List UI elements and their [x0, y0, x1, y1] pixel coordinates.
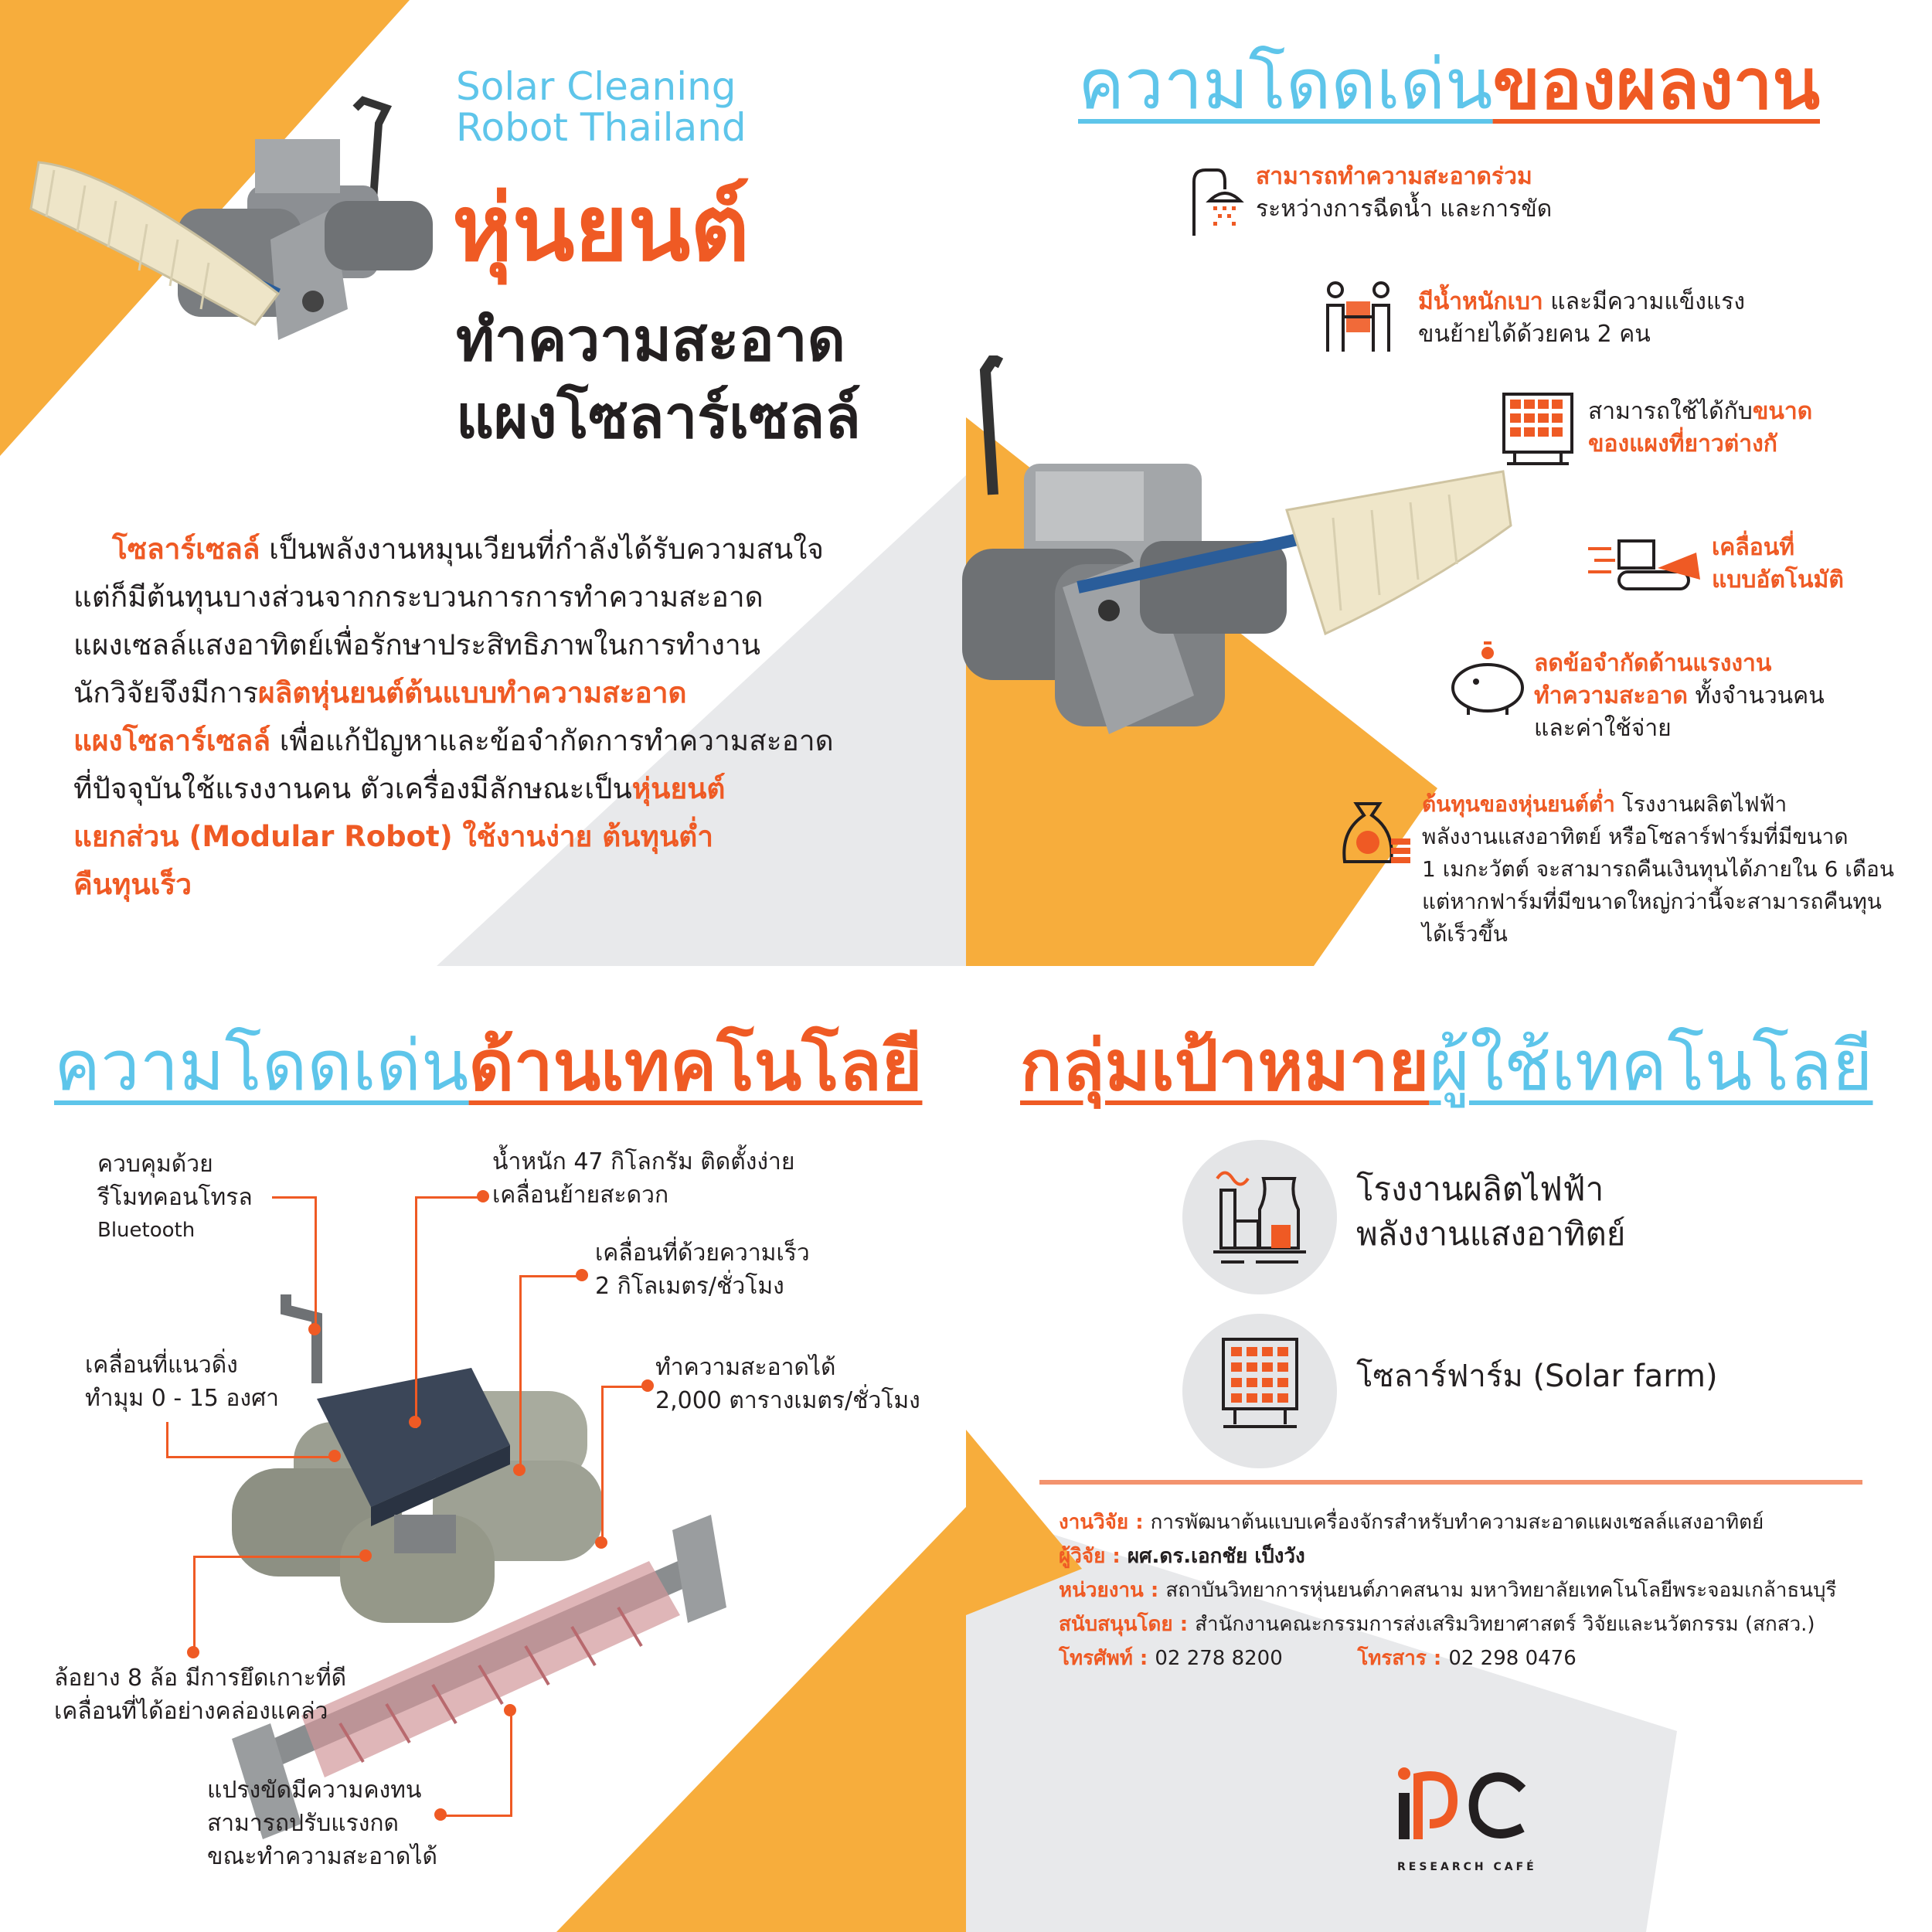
credits-divider — [1039, 1480, 1862, 1485]
people-carry-icon — [1326, 281, 1390, 352]
shower-icon — [1192, 168, 1244, 236]
leader-line — [415, 1196, 488, 1199]
robot-photo-top — [29, 96, 433, 340]
leader-line — [166, 1422, 168, 1457]
solar-farm-icon — [1222, 1338, 1298, 1428]
callout-tilt: เคลื่อนที่แนวดิ่ง ทำมุม 0 - 15 องศา — [85, 1352, 279, 1412]
credit-researcher: ผู้วิจัย : ผศ.ดร.เอกชัย เป็งวัง — [1059, 1545, 1305, 1568]
english-title-line2: Robot Thailand — [456, 105, 747, 150]
power-plant-icon — [1213, 1171, 1306, 1264]
callout-wheels: ล้อยาง 8 ล้อ มีการยึดเกาะที่ดี เคลื่อนที… — [54, 1665, 347, 1725]
result-item-5: ลดข้อจำกัดด้านแรงงาน ทำความสะอาด ทั้งจำน… — [1534, 650, 1825, 742]
credit-research: งานวิจัย : การพัฒนาต้นแบบเครื่องจักรสำหร… — [1059, 1511, 1764, 1534]
callout-dot — [513, 1464, 526, 1476]
intro-line: ที่ปัจจุบันใช้แรงงานคน ตัวเครื่องมีลักษณ… — [73, 772, 726, 805]
results-title: ความโดดเด่นของผลงาน — [1078, 44, 1820, 125]
callout-dot — [409, 1416, 421, 1428]
callout-dot — [477, 1190, 489, 1202]
leader-line — [601, 1386, 648, 1388]
leader-line — [601, 1386, 604, 1540]
leader-line — [519, 1275, 581, 1277]
intro-line: คืนทุนเร็ว — [73, 868, 192, 901]
result-item-4: เคลื่อนที่ แบบอัตโนมัติ — [1712, 534, 1844, 594]
piggy-bank-icon — [1451, 641, 1524, 715]
leader-line — [315, 1196, 317, 1328]
callout-remote: ควบคุมด้วย รีโมทคอนโทรล Bluetooth — [97, 1151, 253, 1242]
solar-panel-icon — [1502, 393, 1573, 465]
credit-contact: โทรศัพท์ : 02 278 8200 โทรสาร : 02 298 0… — [1059, 1647, 1577, 1670]
callout-dot — [576, 1269, 588, 1281]
leader-line — [166, 1456, 332, 1458]
callout-weight: น้ำหนัก 47 กิโลกรัม ติดตั้งง่าย เคลื่อนย… — [492, 1148, 795, 1209]
callout-dot — [308, 1323, 321, 1335]
credit-agency: หน่วยงาน : สถาบันวิทยาการหุ่นยนต์ภาคสนาม… — [1059, 1579, 1837, 1602]
subtitle-line1: ทำความสะอาด — [456, 305, 845, 374]
callout-dot — [328, 1450, 341, 1462]
money-bag-icon — [1342, 802, 1410, 863]
callout-dot — [595, 1536, 607, 1549]
robot-photo-right — [962, 355, 1512, 734]
leader-line — [440, 1815, 512, 1817]
main-title: หุ่นยนต์ — [452, 175, 750, 281]
callout-dot — [641, 1379, 654, 1392]
logo-text: RESEARCH CAFÉ — [1397, 1861, 1537, 1873]
target-title: กลุ่มเป้าหมายผู้ใช้เทคโนโลยี — [1020, 1026, 1873, 1107]
callout-brush: แปรงขัดมีความคงทน สามารถปรับแรงกด ขณะทำค… — [207, 1777, 437, 1870]
callout-dot — [434, 1808, 447, 1821]
leader-line — [519, 1275, 522, 1468]
english-title-line1: Solar Cleaning — [456, 64, 736, 109]
leader-line — [272, 1196, 315, 1199]
intro-line: แผงโซลาร์เซลล์ เพื่อแก้ปัญหาและข้อจำกัดก… — [73, 724, 834, 757]
leader-line — [510, 1708, 512, 1816]
callout-area: ทำความสะอาดได้ 2,000 ตารางเมตร/ชั่วโมง — [655, 1354, 920, 1414]
result-item-2: มีน้ำหนักเบา และมีความแข็งแรง ขนย้ายได้ด… — [1418, 288, 1745, 348]
target-item-power-plant: โรงงานผลิตไฟฟ้า พลังงานแสงอาทิตย์ — [1356, 1170, 1626, 1253]
leader-line — [193, 1556, 196, 1652]
leader-line — [415, 1196, 417, 1428]
robot-3d-render — [232, 1294, 726, 1839]
callout-dot — [359, 1549, 372, 1562]
result-item-3: สามารถใช้ได้กับขนาด ของแผงที่ยาวต่างกั — [1588, 398, 1813, 457]
callout-dot — [504, 1704, 516, 1716]
intro-paragraph: โซลาร์เซลล์ เป็นพลังงานหมุนเวียนที่กำลัง… — [73, 526, 939, 909]
result-item-6: ต้นทุนของหุ่นยนต์ต่ำ โรงงานผลิตไฟฟ้า พลั… — [1422, 791, 1894, 947]
credits-block: งานวิจัย : การพัฒนาต้นแบบเครื่องจักรสำหร… — [1059, 1505, 1837, 1675]
subtitle-line2: แผงโซลาร์เซลล์ — [456, 383, 861, 451]
intro-line: แผงเซลล์แสงอาทิตย์เพื่อรักษาประสิทธิภาพใ… — [73, 628, 761, 662]
intro-line: แต่ก็มีต้นทุนบางส่วนจากกระบวนการการทำควา… — [73, 580, 764, 614]
moving-robot-icon — [1588, 539, 1700, 590]
credit-support: สนับสนุนโดย : สำนักงานคณะกรรมการส่งเสริม… — [1059, 1613, 1815, 1636]
tech-title: ความโดดเด่นด้านเทคโนโลยี — [54, 1026, 923, 1107]
intro-line: โซลาร์เซลล์ เป็นพลังงานหมุนเวียนที่กำลัง… — [112, 532, 824, 566]
research-cafe-logo — [1398, 1767, 1526, 1839]
callout-speed: เคลื่อนที่ด้วยความเร็ว 2 กิโลเมตร/ชั่วโม… — [595, 1240, 810, 1300]
leader-line — [193, 1556, 363, 1558]
callout-dot — [187, 1646, 199, 1658]
target-item-solar-farm: โซลาร์ฟาร์ม (Solar farm) — [1356, 1359, 1718, 1394]
intro-line: นักวิจัยจึงมีการผลิตหุ่นยนต์ต้นแบบทำความ… — [73, 676, 687, 709]
intro-line: แยกส่วน (Modular Robot) ใช้งานง่าย ต้นทุ… — [73, 820, 714, 853]
result-item-1: สามารถทำความสะอาดร่วม ระหว่างการฉีดน้ำ แ… — [1256, 163, 1553, 223]
